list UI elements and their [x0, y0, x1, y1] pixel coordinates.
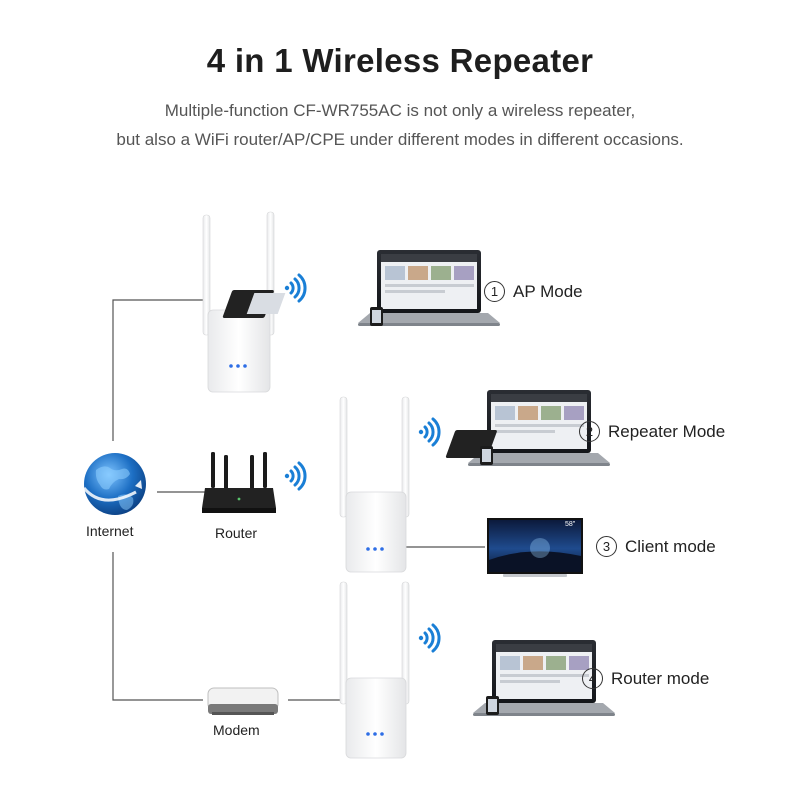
line-internet-to-ap	[112, 299, 203, 441]
laptop-repeater-mode	[445, 390, 610, 466]
mode-client: 3 Client mode	[596, 536, 716, 557]
mode-ap: 1 AP Mode	[484, 281, 583, 302]
mode-label: Repeater Mode	[608, 422, 726, 441]
mode-router: 4 Router mode	[582, 668, 709, 689]
mode-number: 1	[484, 281, 505, 302]
mode-label: Client mode	[625, 537, 716, 556]
mode-label: AP Mode	[513, 282, 583, 301]
tv-size-label: 58"	[565, 521, 576, 528]
mode-label: Router mode	[611, 669, 710, 688]
modem-label: Modem	[213, 722, 260, 738]
mode-repeater: 2 Repeater Mode	[579, 421, 725, 442]
mode-number: 2	[579, 421, 600, 442]
subtitle-line-2: but also a WiFi router/AP/CPE under diff…	[116, 130, 684, 149]
extender-repeater-mode	[339, 396, 410, 573]
laptop-router-mode	[473, 640, 615, 716]
wifi-signal-icon	[418, 417, 441, 447]
connection-lines	[112, 299, 485, 701]
mode-number: 4	[582, 668, 603, 689]
wifi-signal-icon	[284, 273, 307, 303]
wifi-signal-icon	[284, 461, 307, 491]
router-label: Router	[215, 525, 258, 541]
laptop-ap-mode	[222, 250, 500, 326]
internet-globe-icon	[82, 453, 146, 515]
subtitle-line-1: Multiple-function CF-WR755AC is not only…	[164, 101, 636, 120]
mode-number: 3	[596, 536, 617, 557]
page-title: 4 in 1 Wireless Repeater	[206, 42, 594, 79]
wifi-signal-icon	[418, 623, 441, 653]
router-device	[202, 452, 276, 513]
tv-client-mode	[487, 518, 583, 577]
extender-router-mode	[339, 581, 410, 759]
modem-device	[207, 687, 279, 715]
internet-label: Internet	[86, 523, 134, 539]
line-internet-to-modem	[112, 552, 203, 701]
